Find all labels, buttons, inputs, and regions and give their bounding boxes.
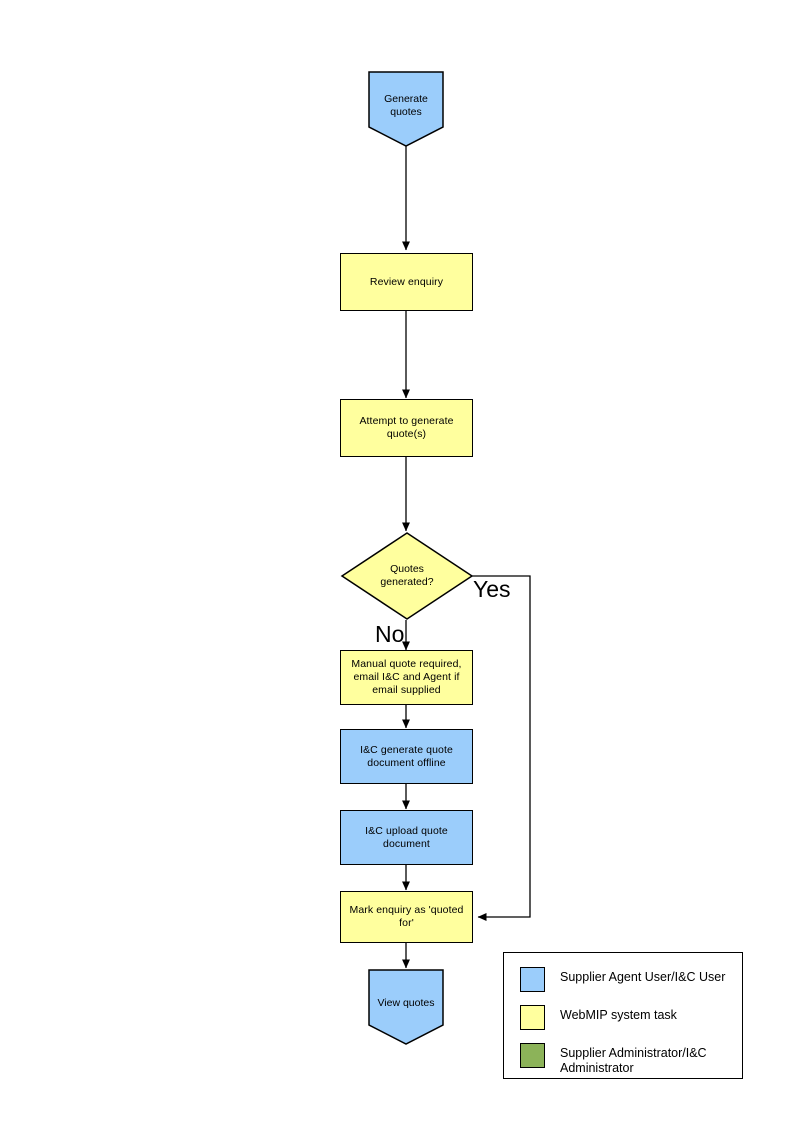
node-ic-generate-quote-offline[interactable]: I&C generate quote document offline bbox=[340, 729, 473, 784]
legend-label: Supplier Agent User/I&C User bbox=[560, 970, 726, 984]
legend-swatch-yellow bbox=[520, 1005, 545, 1030]
node-attempt-generate-quotes[interactable]: Attempt to generate quote(s) bbox=[340, 399, 473, 457]
node-label: Generate quotes bbox=[384, 93, 428, 118]
node-label: Review enquiry bbox=[369, 275, 444, 288]
node-generate-quotes[interactable]: Generate quotes bbox=[368, 71, 444, 147]
node-quotes-generated-decision[interactable]: Quotes generated? bbox=[340, 532, 474, 620]
legend-item-supplier-agent-user: Supplier Agent User/I&C User bbox=[520, 967, 725, 992]
legend-swatch-green bbox=[520, 1043, 545, 1068]
node-label: Mark enquiry as 'quoted for' bbox=[349, 904, 464, 929]
legend-label: Supplier Administrator/I&C Administrator bbox=[560, 1046, 707, 1075]
node-ic-upload-quote-document[interactable]: I&C upload quote document bbox=[340, 810, 473, 865]
node-view-quotes[interactable]: View quotes bbox=[368, 969, 444, 1045]
legend: Supplier Agent User/I&C User WebMIP syst… bbox=[503, 952, 743, 1079]
legend-swatch-blue bbox=[520, 967, 545, 992]
node-label: I&C generate quote document offline bbox=[360, 743, 453, 769]
legend-item-webmip-system-task: WebMIP system task bbox=[520, 1005, 677, 1030]
node-label: I&C upload quote document bbox=[365, 824, 448, 850]
node-mark-enquiry-quoted-for[interactable]: Mark enquiry as 'quoted for' bbox=[340, 891, 473, 943]
legend-label: WebMIP system task bbox=[560, 1008, 677, 1022]
pentagon-shape bbox=[368, 969, 444, 1045]
node-label: View quotes bbox=[377, 997, 435, 1009]
node-label: Manual quote required, email I&C and Age… bbox=[351, 658, 462, 696]
node-label: Quotes generated? bbox=[380, 563, 434, 588]
node-label: Attempt to generate quote(s) bbox=[359, 415, 454, 440]
branch-label-no: No bbox=[375, 621, 405, 647]
branch-label-yes: Yes bbox=[473, 576, 511, 602]
pentagon-shape bbox=[368, 71, 444, 147]
diamond-shape bbox=[340, 532, 474, 620]
node-review-enquiry[interactable]: Review enquiry bbox=[340, 253, 473, 311]
legend-item-supplier-administrator: Supplier Administrator/I&C Administrator bbox=[520, 1043, 707, 1076]
node-manual-quote-required[interactable]: Manual quote required, email I&C and Age… bbox=[340, 650, 473, 705]
